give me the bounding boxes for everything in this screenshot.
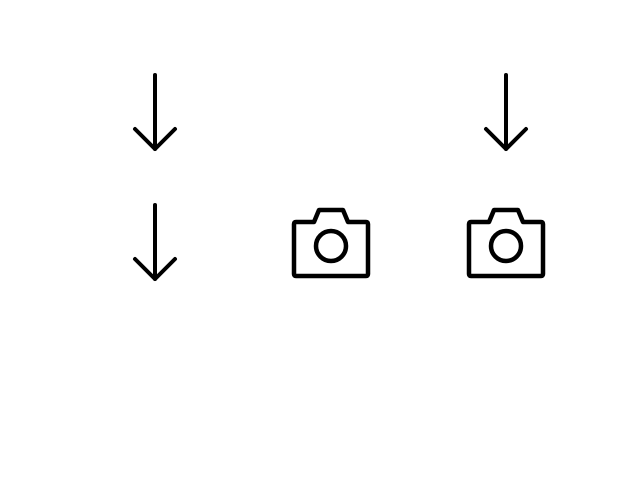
camera-icon[interactable] [286,197,376,287]
arrow-down-icon-graphic [133,73,177,151]
camera-icon-graphic [466,207,546,279]
camera-icon-graphic [291,207,371,279]
arrow-down-icon[interactable] [110,197,200,287]
arrow-down-icon[interactable] [110,67,200,157]
camera-icon[interactable] [461,197,551,287]
arrow-down-icon-graphic [484,73,528,151]
arrow-down-icon-graphic [133,203,177,281]
arrow-down-icon[interactable] [461,67,551,157]
